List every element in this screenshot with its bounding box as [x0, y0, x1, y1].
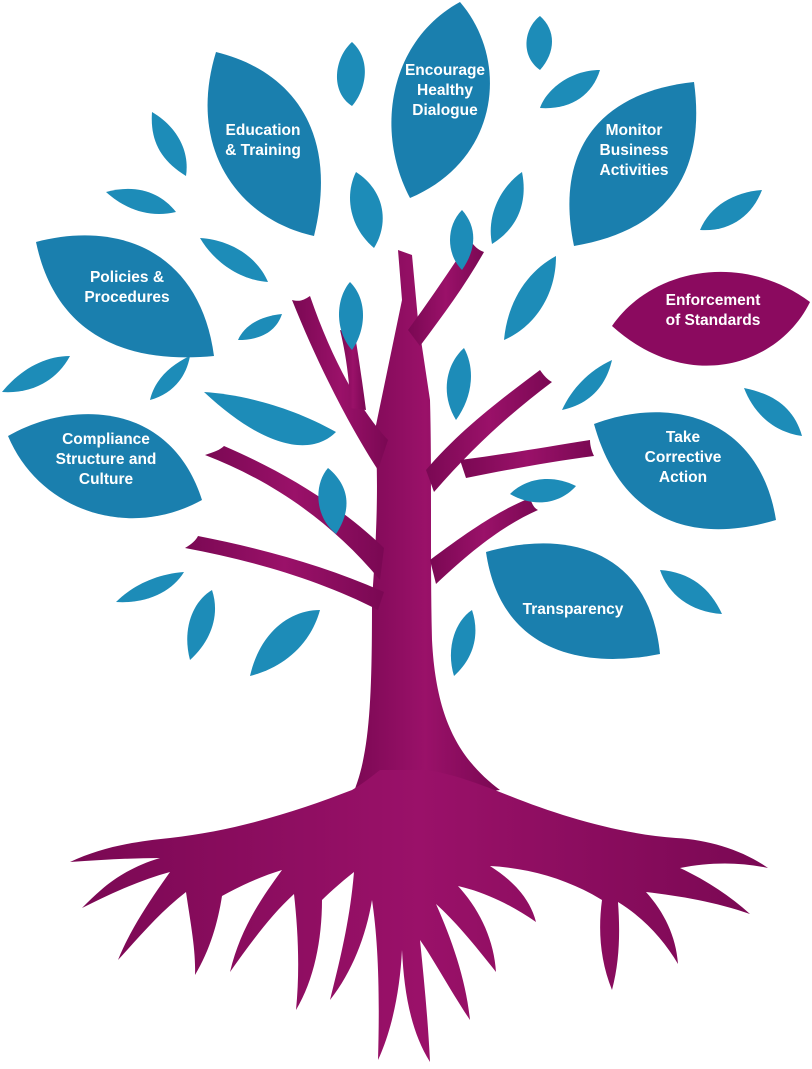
small-leaf: [318, 468, 347, 534]
leaf-shape: [36, 235, 214, 358]
small-leaf: [151, 112, 187, 176]
branch-right-mid: [426, 370, 552, 492]
small-leaf: [744, 388, 802, 436]
small-leaf: [150, 356, 190, 400]
leaf-enforcement-of-standards: Enforcement of Standards: [612, 271, 810, 366]
leaf-policies-procedures: Policies & Procedures: [36, 235, 214, 358]
branch-right-upper: [408, 240, 484, 346]
leaf-label-line: Enforcement: [666, 292, 761, 309]
leaf-transparency: Transparency: [486, 543, 660, 659]
leaf-shape: [569, 82, 697, 246]
leaf-label-line: Dialogue: [412, 102, 478, 119]
branch-right-side: [460, 440, 594, 478]
leaf-label: Transparency: [523, 601, 624, 618]
small-leaf: [660, 570, 722, 614]
small-leaf: [450, 210, 474, 270]
leaf-label-line: Compliance: [62, 431, 150, 448]
small-leaf: [490, 172, 524, 244]
leaf-label-line: Monitor: [606, 122, 663, 139]
leaf-label-line: Policies &: [90, 269, 164, 286]
small-leaf: [200, 238, 268, 282]
leaf-shape: [486, 543, 660, 659]
leaf-label-line: Procedures: [84, 289, 169, 306]
small-leaf: [540, 70, 600, 109]
small-leaf: [106, 188, 176, 214]
branch-left-low: [185, 536, 384, 610]
small-leaf: [204, 392, 336, 446]
leaf-label-line: & Training: [225, 142, 301, 159]
leaf-label: Policies & Procedures: [84, 269, 169, 306]
leaf-label-line: Structure and: [56, 451, 157, 468]
small-leaf: [2, 356, 70, 393]
leaf-label-line: Transparency: [523, 601, 624, 618]
leaf-label-line: Activities: [600, 162, 669, 179]
small-leaf: [238, 314, 282, 340]
leaf-label-line: Take: [666, 429, 701, 446]
small-leaf: [562, 360, 612, 410]
leaf-education-training: Education & Training: [207, 52, 321, 236]
small-leaf: [250, 610, 320, 676]
leaf-label-line: Business: [600, 142, 669, 159]
leaf-label-line: Encourage: [405, 62, 485, 79]
leaf-label-line: Healthy: [417, 82, 473, 99]
small-leaf: [526, 16, 552, 70]
small-leaf: [450, 610, 476, 676]
leaf-shape: [391, 2, 490, 198]
roots: [70, 770, 768, 1062]
leaf-shape: [207, 52, 321, 236]
branch-right-low: [430, 498, 538, 584]
small-leaf: [510, 479, 576, 503]
small-leaf: [116, 572, 184, 603]
branch-left-upper: [292, 296, 388, 470]
small-leaf: [350, 172, 383, 248]
small-leaf: [339, 282, 363, 350]
branch-left-small: [340, 330, 366, 410]
branch-left-lower: [205, 446, 384, 580]
leaf-label-line: Education: [226, 122, 301, 139]
small-leaf: [700, 190, 762, 231]
small-leaf: [446, 348, 471, 420]
leaf-label-line: Culture: [79, 471, 134, 488]
leaf-label: Enforcement of Standards: [666, 292, 761, 329]
trunk: [350, 250, 500, 800]
leaf-shape: [612, 271, 810, 366]
leaf-shape: [594, 412, 776, 530]
leaf-label-line: of Standards: [666, 312, 761, 329]
tree-trunk-and-roots: [70, 240, 768, 1062]
decorative-leaves: [2, 16, 802, 676]
small-leaf: [336, 42, 365, 106]
small-leaf: [187, 590, 216, 660]
leaf-shape: [8, 414, 202, 519]
small-leaf: [504, 256, 556, 340]
leaf-label-line: Corrective: [645, 449, 722, 466]
leaf-label: Education & Training: [225, 122, 301, 159]
leaf-label-line: Action: [659, 469, 707, 486]
